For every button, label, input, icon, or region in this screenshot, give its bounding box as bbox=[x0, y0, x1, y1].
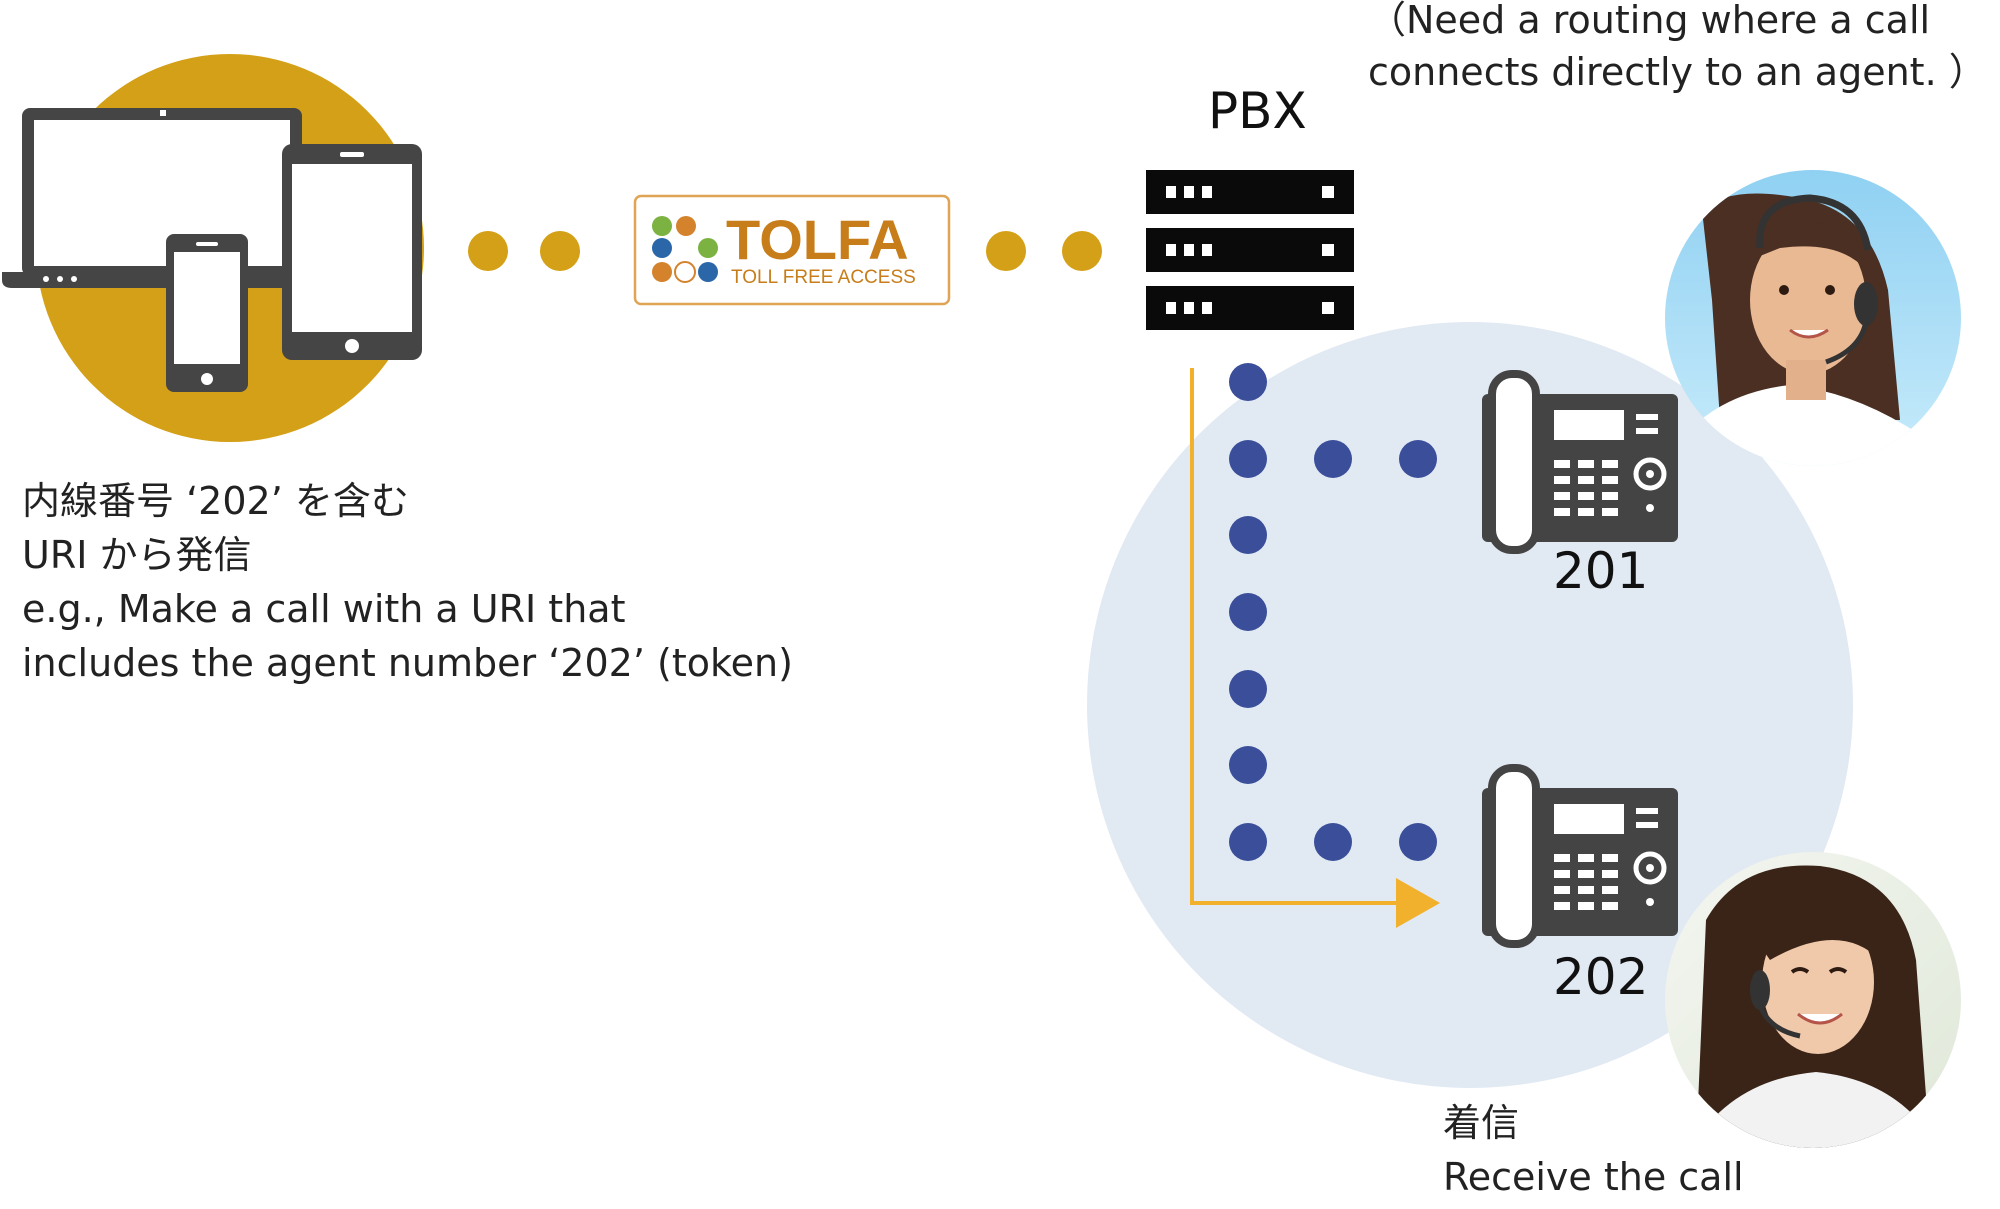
connector-dots-tolfa-pbx bbox=[986, 231, 1102, 271]
tolfa-logo: TOLFA TOLL FREE ACCESS bbox=[633, 194, 951, 306]
caller-caption: 内線番号 ‘202’ を含む URI から発信 e.g., Make a cal… bbox=[22, 474, 793, 690]
extension-201-label: 201 bbox=[1553, 542, 1648, 600]
multi-device-icon bbox=[2, 54, 424, 442]
caller-caption-line1: 内線番号 ‘202’ を含む bbox=[22, 479, 409, 523]
desk-phone-icon bbox=[1482, 764, 1678, 948]
desk-phone-icon bbox=[1482, 370, 1678, 554]
receive-caption-line1: 着信 bbox=[1443, 1101, 1520, 1145]
tolfa-logo-tagline: TOLL FREE ACCESS bbox=[731, 267, 916, 288]
routing-note-line1: （Need a routing where a call bbox=[1368, 0, 1931, 42]
caller-caption-line3: e.g., Make a call with a URI that bbox=[22, 587, 626, 631]
agent-headset-photo bbox=[1665, 170, 1961, 466]
receive-caption-line2: Receive the call bbox=[1443, 1155, 1744, 1199]
connector-dots-caller-tolfa bbox=[468, 231, 580, 271]
caller-caption-line2: URI から発信 bbox=[22, 533, 252, 577]
receive-caption: 着信 Receive the call bbox=[1443, 1096, 1744, 1204]
routing-arrow bbox=[1190, 368, 1440, 928]
extension-dots bbox=[1229, 363, 1437, 861]
agent-headset-photo bbox=[1665, 852, 1961, 1148]
pbx-label: PBX bbox=[1208, 82, 1307, 140]
tolfa-logo-name: TOLFA bbox=[726, 208, 909, 271]
caller-caption-line4: includes the agent number ‘202’ (token) bbox=[22, 641, 793, 685]
pbx-server-icon bbox=[1146, 170, 1354, 330]
routing-note-line2: connects directly to an agent. ） bbox=[1368, 50, 1987, 94]
extension-202-label: 202 bbox=[1553, 948, 1648, 1006]
routing-note: （Need a routing where a call connects di… bbox=[1368, 0, 1987, 98]
